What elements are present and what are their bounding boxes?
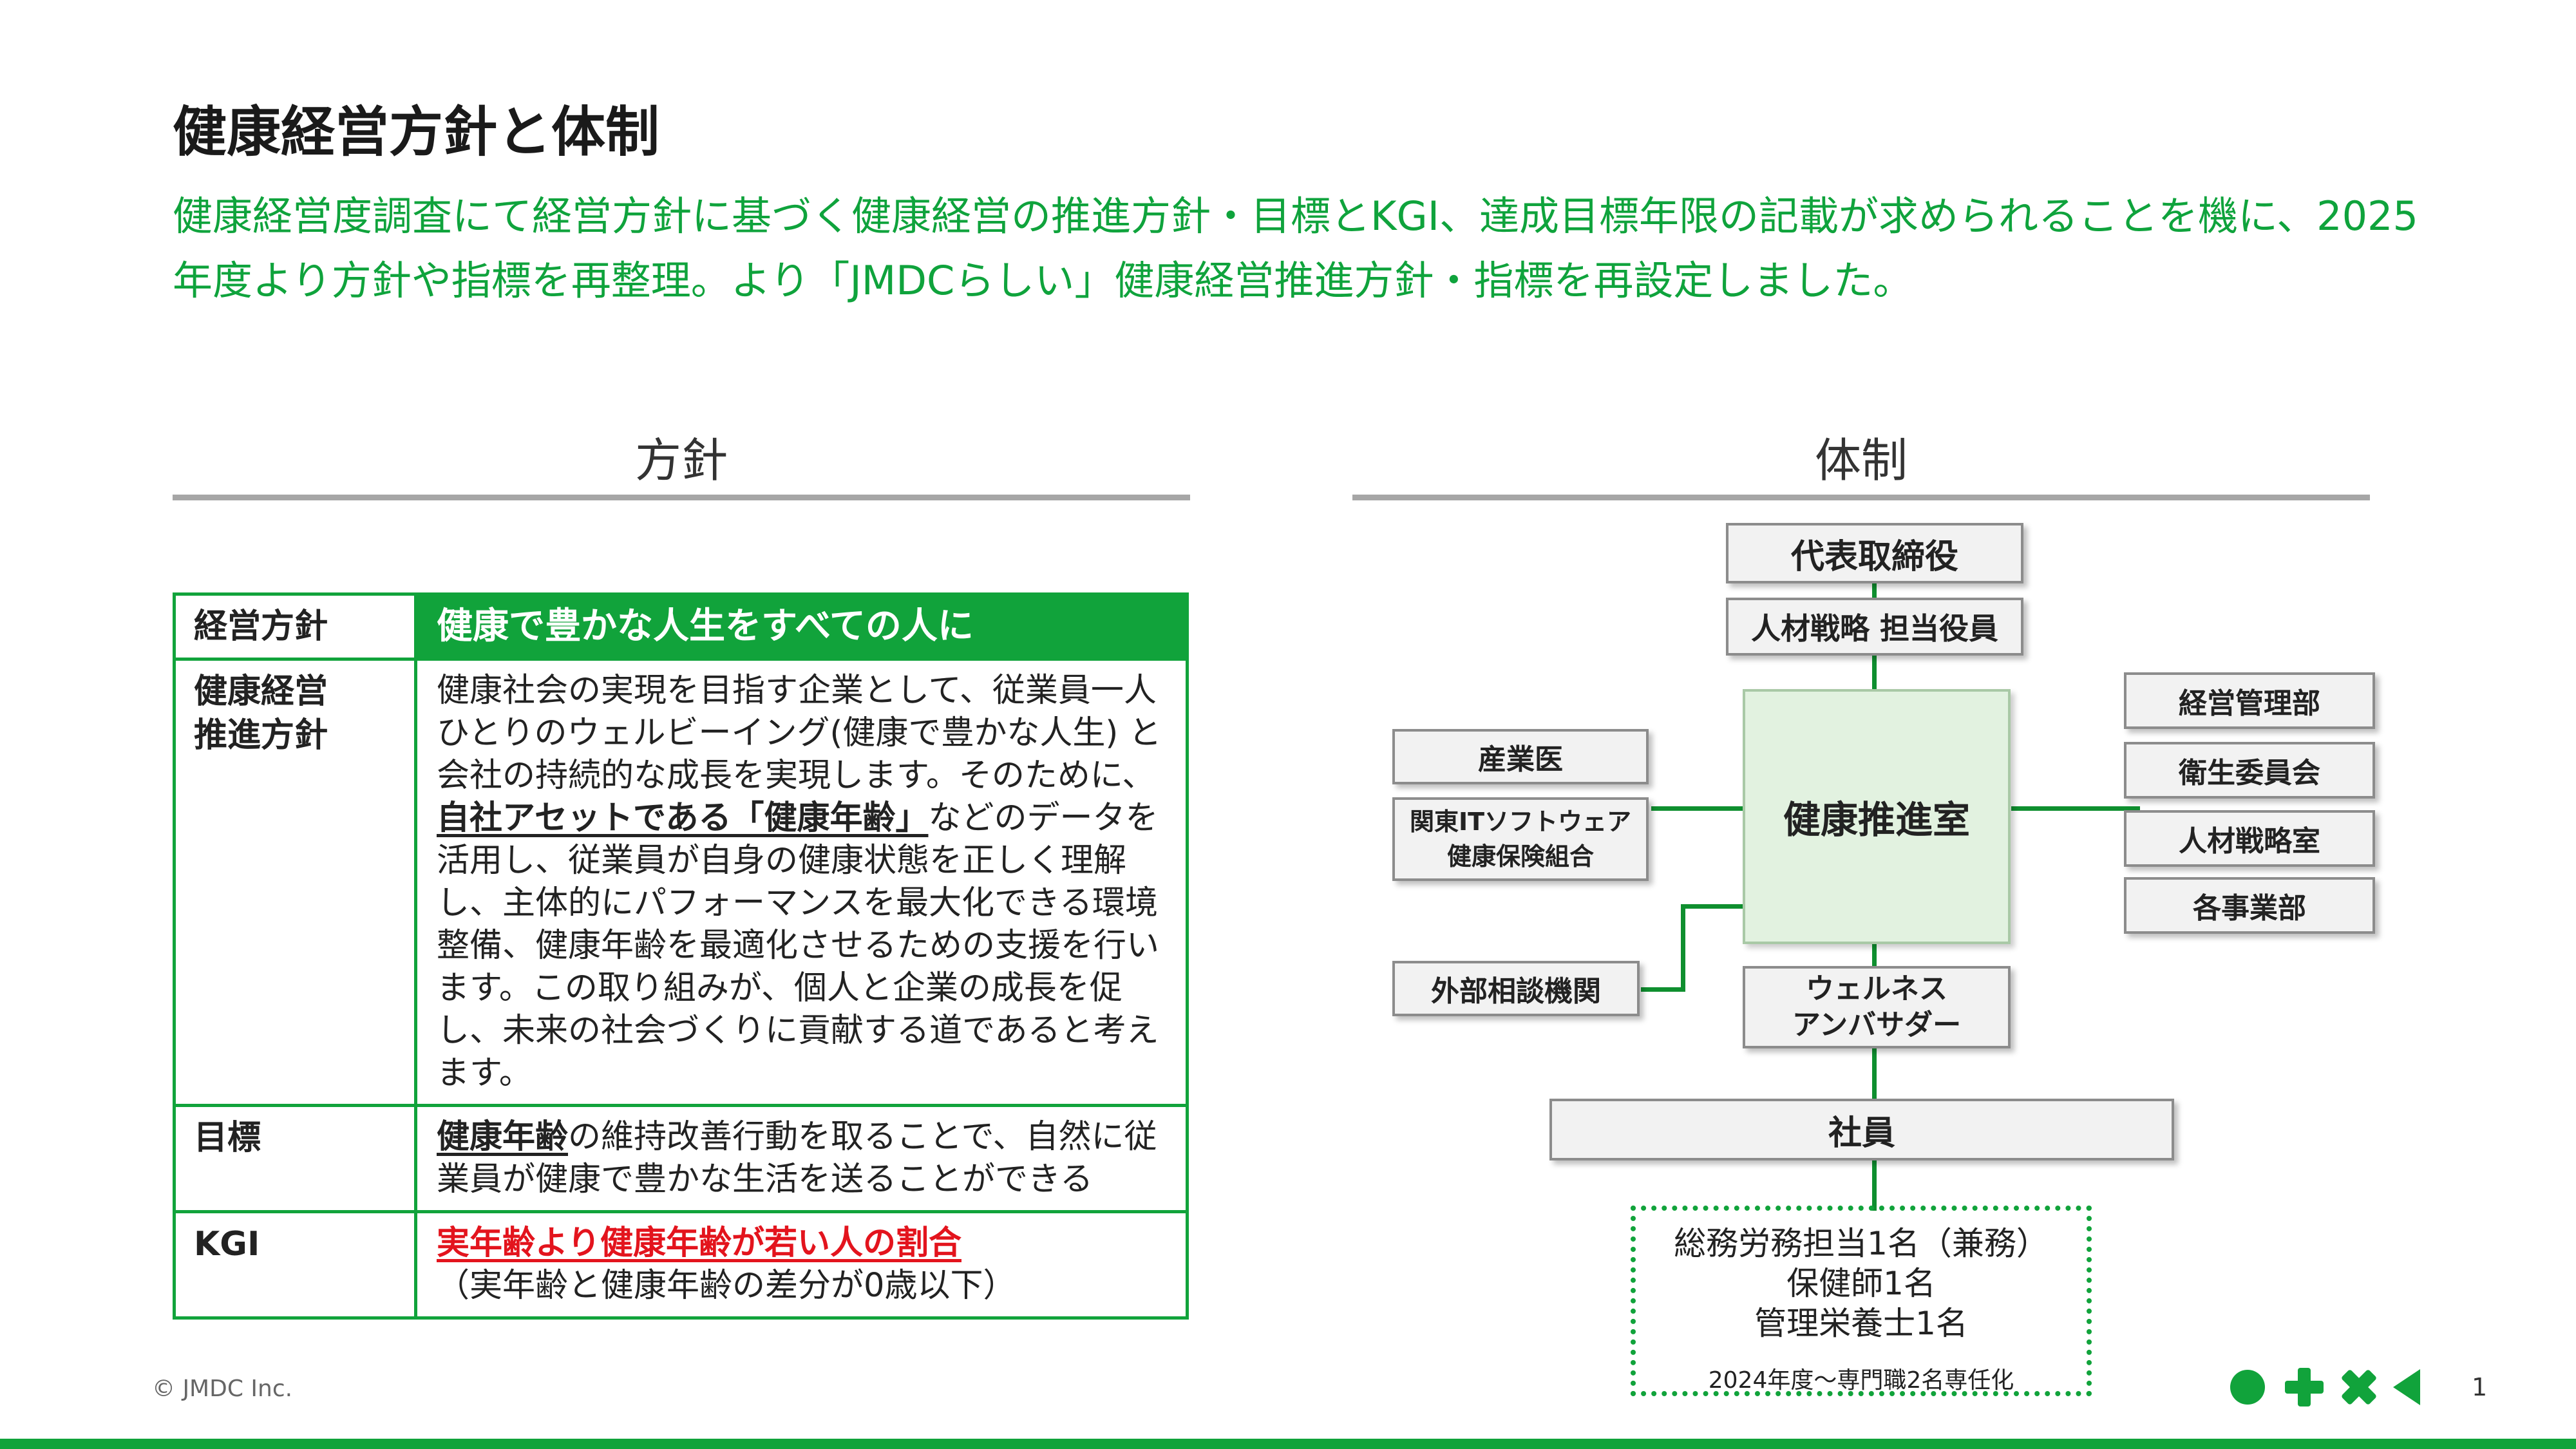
- circle-icon: [2230, 1370, 2265, 1405]
- box-health-insurance-union: 関東ITソフトウェア 健康保険組合: [1392, 797, 1649, 881]
- page-number: 1: [2472, 1373, 2488, 1401]
- plus-icon: [2285, 1368, 2324, 1406]
- connector-external-vertical: [1681, 904, 1685, 992]
- policy-row-promotion: 健康経営 推進方針 健康社会の実現を目指す企業として、従業員一人ひとりのウェルビ…: [173, 658, 1189, 1107]
- triangle-left-icon: [2393, 1369, 2420, 1405]
- promotion-policy-text: 健康社会の実現を目指す企業として、従業員一人ひとりのウェルビーイング(健康で豊か…: [414, 658, 1189, 1107]
- policy-table: 経営方針 健康で豊かな人生をすべての人に 健康経営 推進方針 健康社会の実現を目…: [173, 592, 1189, 1320]
- staff-note: 2024年度〜専門職2名専任化: [1708, 1367, 2014, 1394]
- jmdc-logo: [2230, 1368, 2420, 1406]
- staff-dotted-box: 総務労務担当1名（兼務） 保健師1名 管理栄養士1名 2024年度〜専門職2名専…: [1631, 1206, 2092, 1396]
- copyright: © JMDC Inc.: [152, 1376, 293, 1402]
- kgi-text-note: （実年齢と健康年齢の差分が0歳以下）: [437, 1267, 1016, 1305]
- connector-right-horizontal: [2011, 806, 2140, 811]
- page-title: 健康経営方針と体制: [173, 100, 660, 164]
- structure-heading-rule: [1352, 495, 2370, 500]
- staff-line-dietitian: 管理栄養士1名: [1754, 1305, 1968, 1342]
- management-policy-label: 経営方針: [173, 592, 417, 661]
- promotion-text-emphasis: 自社アセットである「健康年齢」: [437, 799, 929, 837]
- connector-left-horizontal: [1651, 806, 1809, 811]
- policy-heading: 方針: [634, 433, 728, 488]
- bottom-accent-bar: [0, 1439, 2576, 1449]
- box-ceo: 代表取締役: [1726, 523, 2023, 583]
- promotion-policy-label: 健康経営 推進方針: [173, 658, 417, 1107]
- policy-row-goal: 目標 健康年齢の維持改善行動を取ることで、自然に従業員が健康で豊かな生活を送るこ…: [173, 1104, 1189, 1213]
- goal-label: 目標: [173, 1104, 417, 1213]
- cross-icon: [2342, 1370, 2376, 1405]
- box-external-consultation: 外部相談機関: [1392, 961, 1640, 1016]
- goal-text-emphasis: 健康年齢: [437, 1118, 569, 1156]
- lead-text: 健康経営度調査にて経営方針に基づく健康経営の推進方針・目標とKGI、達成目標年限…: [173, 193, 2418, 304]
- staff-line-general-affairs: 総務労務担当1名（兼務）: [1674, 1225, 2049, 1262]
- kgi-text-emphasis: 実年齢より健康年齢が若い人の割合: [437, 1224, 961, 1262]
- kgi-label: KGI: [173, 1210, 417, 1320]
- box-management-dept: 経営管理部: [2124, 672, 2375, 729]
- box-wellness-ambassador: ウェルネス アンバサダー: [1743, 966, 2011, 1048]
- box-hr-strategy-office: 人材戦略室: [2124, 810, 2375, 867]
- policy-heading-rule: [173, 495, 1190, 500]
- kgi-text: 実年齢より健康年齢が若い人の割合 （実年齢と健康年齢の差分が0歳以下）: [414, 1210, 1189, 1320]
- policy-row-kgi: KGI 実年齢より健康年齢が若い人の割合 （実年齢と健康年齢の差分が0歳以下）: [173, 1210, 1189, 1320]
- box-health-promotion-office: 健康推進室: [1743, 689, 2011, 944]
- goal-text: 健康年齢の維持改善行動を取ることで、自然に従業員が健康で豊かな生活を送ることがで…: [414, 1104, 1189, 1213]
- policy-row-management: 経営方針 健康で豊かな人生をすべての人に: [173, 592, 1189, 661]
- promotion-text-before: 健康社会の実現を目指す企業として、従業員一人ひとりのウェルビーイング(健康で豊か…: [437, 672, 1162, 795]
- connector-external-lower: [1641, 987, 1685, 992]
- org-chart: 代表取締役 人材戦略 担当役員 健康推進室 産業医 関東ITソフトウェア 健康保…: [1352, 515, 2383, 1211]
- management-policy-value: 健康で豊かな人生をすべての人に: [414, 592, 1189, 661]
- box-employees: 社員: [1549, 1099, 2174, 1160]
- goal-text-after: の維持改善行動を取ることで、自然に従業員が健康で豊かな生活を送ることができる: [437, 1118, 1157, 1198]
- box-health-committee: 衛生委員会: [2124, 742, 2375, 799]
- box-business-divisions: 各事業部: [2124, 877, 2375, 934]
- box-industrial-physician: 産業医: [1392, 729, 1649, 784]
- structure-heading: 体制: [1814, 433, 1908, 488]
- box-officer: 人材戦略 担当役員: [1726, 598, 2023, 656]
- promotion-text-after: などのデータを活用し、従業員が自身の健康状態を正しく理解し、主体的にパフォーマン…: [437, 799, 1160, 1092]
- staff-line-public-health-nurse: 保健師1名: [1786, 1265, 1936, 1302]
